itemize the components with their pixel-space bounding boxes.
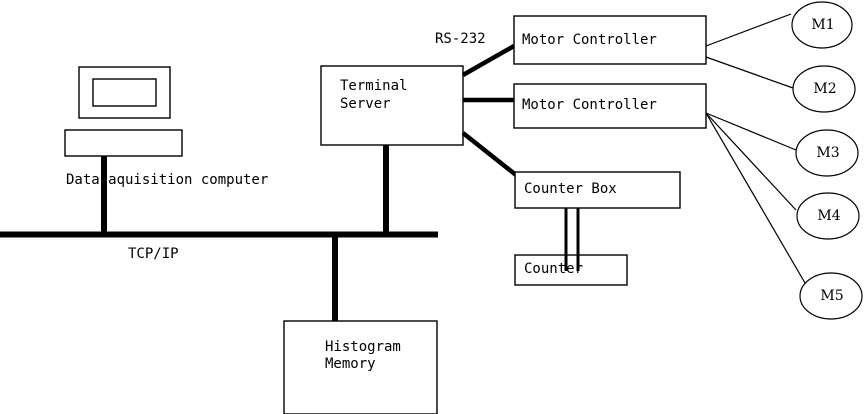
motor-m3-ellipse (795, 129, 859, 177)
counter-box (514, 254, 628, 286)
terminal-server-label-line2: Server (340, 96, 391, 112)
counter-box-label: Counter Box (524, 181, 617, 197)
monitor-screen (92, 78, 157, 107)
computer-base-unit (64, 129, 183, 157)
terminal-server-box (320, 65, 464, 146)
link-terminal-server-to-motor-controller-1 (461, 44, 516, 77)
motor-m2-ellipse (792, 65, 856, 113)
motor-m5-label: M5 (820, 288, 844, 304)
histogram-memory-box (283, 320, 438, 414)
motor-controller-1-box (513, 15, 707, 65)
data-acquisition-computer-label: Data aquisition computer (66, 172, 269, 188)
motor-m3-label: M3 (816, 145, 840, 161)
terminal-server-label-line1: Terminal (340, 78, 408, 94)
counter-label: Counter (524, 261, 584, 277)
motor-controller-2-box (513, 83, 707, 129)
motor-m4-label: M4 (817, 208, 841, 224)
link-motor-controller-2-to-m4 (705, 112, 797, 211)
link-motor-controller-2-to-m3 (705, 112, 797, 151)
motor-m5-ellipse (799, 272, 863, 320)
histogram-memory-label-line2: Memory (325, 356, 376, 372)
motor-m1-label: M1 (811, 17, 835, 33)
rs232-edge-label: RS-232 (435, 31, 486, 47)
link-motor-controller-2-to-m5 (705, 112, 806, 284)
tcpip-edge-label: TCP/IP (128, 246, 179, 262)
motor-m4-ellipse (796, 192, 860, 240)
link-motor-controller-1-to-m2 (705, 56, 794, 89)
motor-controller-1-label: Motor Controller (522, 32, 657, 48)
motor-controller-2-label: Motor Controller (522, 97, 657, 113)
motor-m2-label: M2 (813, 81, 837, 97)
motor-m1-ellipse (791, 1, 853, 49)
link-terminal-server-to-counter-box (461, 131, 518, 177)
link-motor-controller-1-to-m1 (705, 13, 792, 47)
histogram-memory-label-line1: Histogram (325, 339, 401, 355)
counter-box-box (514, 171, 681, 209)
